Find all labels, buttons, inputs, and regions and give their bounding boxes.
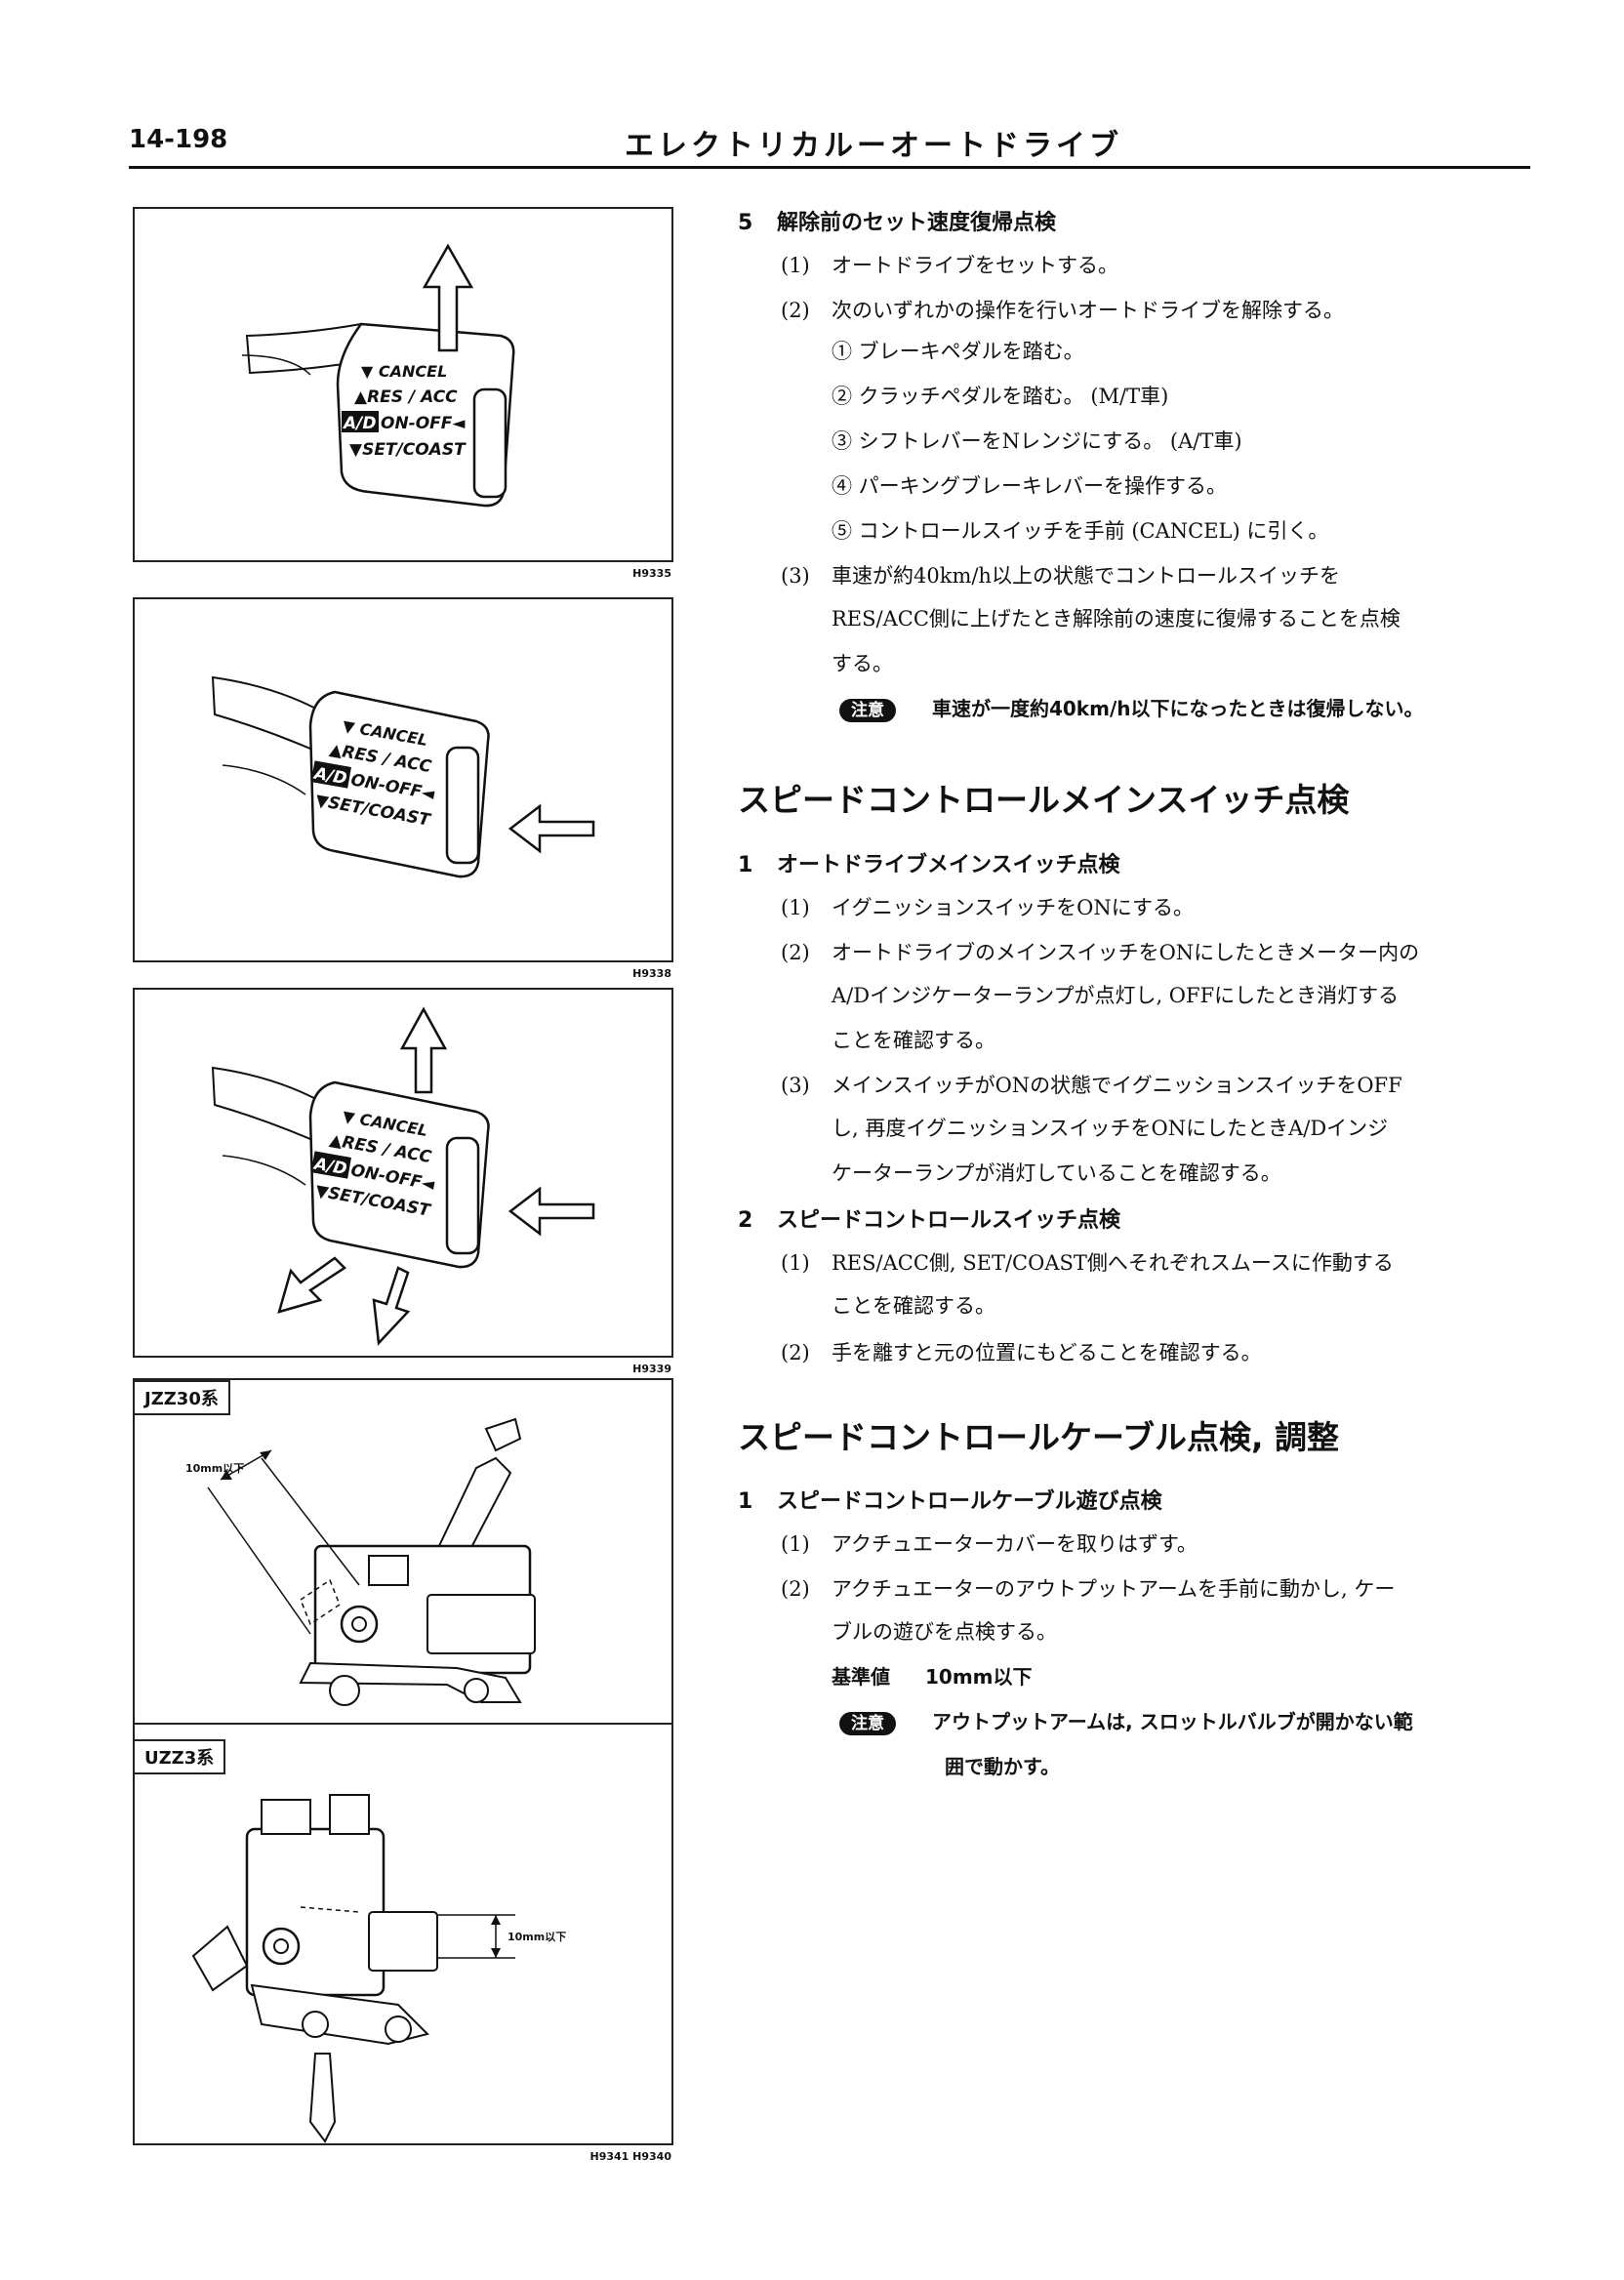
list-item: (1) オートドライブをセットする。 (781, 250, 1118, 279)
item-text-continued: ことを確認する。 (832, 1294, 995, 1318)
item-text-continued: ことを確認する。 (832, 1029, 995, 1052)
item-mark: (1) (781, 1532, 810, 1556)
figure-main-switch: ▼ CANCEL ▲RES / ACC A/D ON-OFF◄ ▼SET/COA… (133, 597, 673, 980)
caution-text: アウトプットアームは, スロットルバルブが開かない範 (931, 1710, 1413, 1733)
header-rule (129, 166, 1530, 169)
page-title: エレクトリカルーオートドライブ (625, 129, 1122, 163)
list-item: (3) 車速が約40km/h以上の状態でコントロールスイッチを (781, 560, 1340, 590)
actuator-illustration (135, 1417, 671, 2143)
label-res-acc: ▲RES / ACC (354, 387, 458, 407)
item-text: 手を離すと元の位置にもどることを確認する。 (832, 1341, 1262, 1364)
dimension-label: 10mm以下 (185, 1462, 245, 1475)
label-on-off: ON-OFF◄ (381, 414, 466, 433)
caution-note: 注意 車速が一度約40km/h以下になったときは復帰しない。 (839, 693, 1423, 722)
figure-control-switch: ▼ CANCEL ▲RES / ACC A/D ON-OFF◄ ▼SET/COA… (133, 988, 673, 1375)
figure-code: H9338 (632, 967, 671, 980)
figure-code: H9341 H9340 (589, 2150, 671, 2163)
step-title: 5 解除前のセット速度復帰点検 (738, 205, 1056, 236)
sub-item: ④ パーキングブレーキレバーを操作する。 (832, 474, 1228, 498)
caution-badge: 注意 (839, 698, 896, 722)
label-set-coast: ▼SET/COAST (349, 440, 467, 460)
model-tag-uzz3: UZZ3系 (135, 1739, 226, 1774)
item-mark: (3) (781, 564, 810, 588)
list-item: (3) メインスイッチがONの状態でイグニッションスイッチをOFF (781, 1070, 1402, 1099)
step-title-text: オートドライブメインスイッチ点検 (777, 853, 1120, 877)
figure-code: H9335 (632, 567, 671, 580)
list-item: (2) 次のいずれかの操作を行いオートドライブを解除する。 (781, 295, 1344, 324)
item-text-continued: A/Dインジケーターランプが点灯し, OFFにしたとき消灯する (832, 984, 1400, 1007)
item-text: RES/ACC側, SET/COAST側へそれぞれスムースに作動する (832, 1251, 1394, 1275)
item-text: イグニッションスイッチをONにする。 (832, 896, 1194, 919)
item-text-continued: する。 (832, 652, 893, 675)
sub-item: ① ブレーキペダルを踏む。 (832, 340, 1084, 363)
item-text-continued: ケーターランプが消灯していることを確認する。 (832, 1161, 1281, 1185)
sub-item: ② クラッチペダルを踏む。 (M/T車) (832, 385, 1169, 408)
sub-item: ③ シフトレバーをNレンジにする。 (A/T車) (832, 429, 1242, 453)
item-text: 車速が約40km/h以上の状態でコントロールスイッチを (832, 564, 1340, 588)
item-text: 次のいずれかの操作を行いオートドライブを解除する。 (832, 299, 1344, 322)
item-mark: (1) (781, 254, 810, 277)
item-mark: (2) (781, 299, 810, 322)
model-tag-jzz30: JZZ30系 (135, 1380, 230, 1415)
item-mark: (1) (781, 896, 810, 919)
figure-actuator: JZZ30系 UZZ3系 10mm以下 10mm以下 H9341 H9340 (133, 1378, 673, 2163)
sub-item: ⑤ コントロールスイッチを手前 (CANCEL) に引く。 (832, 519, 1329, 543)
item-mark: (1) (781, 1251, 810, 1275)
step-number: 1 (738, 1489, 753, 1514)
item-text: メインスイッチがONの状態でイグニッションスイッチをOFF (832, 1074, 1402, 1097)
dimension-label: 10mm以下 (508, 1931, 567, 1943)
step-title-text: スピードコントロールスイッチ点検 (777, 1208, 1121, 1233)
step-number: 2 (738, 1208, 753, 1233)
figure-cancel-switch: ▼ CANCEL ▲RES / ACC A/D ON-OFF◄ ▼SET/COA… (133, 207, 673, 580)
caution-text-continued: 囲で動かす。 (945, 1755, 1060, 1778)
label-ad: A/D (342, 414, 376, 433)
item-text-continued: し, 再度イグニッションスイッチをONにしたときA/Dインジ (832, 1117, 1389, 1140)
item-text-continued: ブルの遊びを点検する。 (832, 1620, 1057, 1644)
standard-label: 基準値 (832, 1665, 890, 1689)
lever-switch-illustration: ▼ CANCEL ▲RES / ACC A/D ON-OFF◄ ▼SET/COA… (211, 1006, 595, 1346)
item-text: アクチュエーターカバーを取りはずす。 (832, 1532, 1198, 1556)
item-text: オートドライブのメインスイッチをONにしたときメーター内の (832, 941, 1420, 964)
lever-switch-illustration: ▼ CANCEL ▲RES / ACC A/D ON-OFF◄ ▼SET/COA… (211, 675, 595, 878)
step-title-text: スピードコントロールケーブル遊び点検 (777, 1489, 1162, 1514)
page-number: 14-198 (129, 125, 228, 154)
step-title: 1 スピードコントロールケーブル遊び点検 (738, 1484, 1162, 1515)
caution-badge: 注意 (839, 1711, 896, 1735)
step-title-text: 解除前のセット速度復帰点検 (777, 211, 1057, 235)
caution-text: 車速が一度約40km/h以下になったときは復帰しない。 (931, 697, 1424, 720)
list-item: (2) 手を離すと元の位置にもどることを確認する。 (781, 1337, 1262, 1366)
list-item: (1) イグニッションスイッチをONにする。 (781, 892, 1194, 921)
item-mark: (2) (781, 941, 810, 964)
label-cancel: ▼ CANCEL (361, 362, 447, 381)
section-heading: スピードコントロールメインスイッチ点検 (738, 781, 1350, 819)
step-number: 5 (738, 211, 753, 235)
item-text-continued: RES/ACC側に上げたとき解除前の速度に復帰することを点検 (832, 607, 1401, 631)
standard-value-row: 基準値 10mm以下 (832, 1661, 1033, 1690)
item-mark: (3) (781, 1074, 810, 1097)
step-number: 1 (738, 853, 753, 877)
caution-note: 注意 アウトプットアームは, スロットルバルブが開かない範 (839, 1706, 1413, 1735)
item-text: オートドライブをセットする。 (832, 254, 1118, 277)
step-title: 2 スピードコントロールスイッチ点検 (738, 1202, 1120, 1234)
list-item: (2) アクチュエーターのアウトプットアームを手前に動かし, ケー (781, 1573, 1395, 1603)
item-mark: (2) (781, 1341, 810, 1364)
item-text: アクチュエーターのアウトプットアームを手前に動かし, ケー (832, 1577, 1396, 1601)
list-item: (1) RES/ACC側, SET/COAST側へそれぞれスムースに作動する (781, 1247, 1394, 1277)
step-title: 1 オートドライブメインスイッチ点検 (738, 847, 1120, 878)
figure-code: H9339 (632, 1363, 671, 1375)
section-heading: スピードコントロールケーブル点検, 調整 (738, 1418, 1340, 1456)
lever-switch-illustration: ▼ CANCEL ▲RES / ACC A/D ON-OFF◄ ▼SET/COA… (241, 243, 515, 508)
list-item: (1) アクチュエーターカバーを取りはずす。 (781, 1528, 1198, 1558)
list-item: (2) オートドライブのメインスイッチをONにしたときメーター内の (781, 937, 1419, 966)
item-mark: (2) (781, 1577, 810, 1601)
standard-value: 10mm以下 (925, 1665, 1033, 1689)
